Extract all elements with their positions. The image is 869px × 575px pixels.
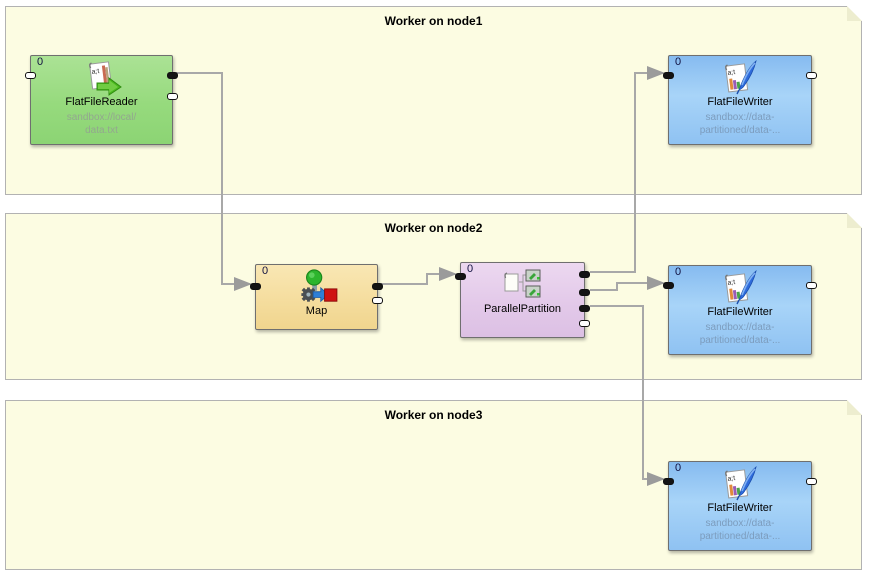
component-badge: 0 — [262, 265, 269, 277]
map-input-port[interactable] — [250, 283, 261, 290]
flatfilewriter-icon: a;t — [725, 60, 757, 95]
map-component[interactable]: 0 Map — [250, 264, 383, 330]
partition-output-port-0[interactable] — [579, 271, 590, 278]
component-label: ParallelPartition — [483, 303, 562, 315]
component-path: sandbox://data- partitioned/data-... — [699, 518, 781, 542]
svg-text:a;t: a;t — [91, 68, 100, 76]
parallelpartition-component[interactable]: 0 ParallelPartition — [455, 262, 590, 338]
flatfilereader-icon: a;t — [88, 61, 122, 96]
parallelpartition-icon — [503, 269, 540, 298]
reader-input-port[interactable] — [25, 72, 36, 79]
writer2-output-port[interactable] — [806, 282, 817, 289]
flatfilewriter-icon: a;t — [725, 466, 757, 501]
edge-reader-to-map[interactable] — [176, 72, 252, 291]
component-path: sandbox://local/ data.txt — [66, 112, 137, 136]
writer3-input-port[interactable] — [663, 478, 674, 485]
component-path: sandbox://data- partitioned/data-... — [699, 322, 781, 346]
component-label: Map — [305, 305, 328, 317]
component-label: FlatFileWriter — [707, 502, 773, 514]
edge-map-to-partition[interactable] — [381, 267, 457, 285]
writer3-output-port[interactable] — [806, 478, 817, 485]
svg-text:a;t: a;t — [727, 475, 736, 483]
partition-output-port-3[interactable] — [579, 320, 590, 327]
map-output-port-1[interactable] — [372, 297, 383, 304]
component-badge: 0 — [675, 266, 682, 278]
edge-partition-to-writer2[interactable] — [590, 276, 665, 291]
partition-output-port-2[interactable] — [579, 305, 590, 312]
reader-output-port-0[interactable] — [167, 72, 178, 79]
component-badge: 0 — [675, 462, 682, 474]
container-title-node1: Worker on node1 — [384, 14, 483, 28]
flatfilewriter1-component[interactable]: 0 a;t FlatFileWriter sandbox://data- par… — [663, 55, 817, 145]
writer2-input-port[interactable] — [663, 282, 674, 289]
container-title-node2: Worker on node2 — [384, 221, 483, 235]
flatfilereader-component[interactable]: 0 a;t FlatFileReader sandbox://local/ da… — [25, 55, 178, 145]
partition-output-port-1[interactable] — [579, 289, 590, 296]
edge-partition-to-writer3[interactable] — [590, 305, 665, 486]
flatfilewriter2-component[interactable]: 0 a;t FlatFileWriter sandbox://data- par… — [663, 265, 817, 355]
flatfilewriter-icon: a;t — [725, 270, 757, 305]
component-label: FlatFileWriter — [707, 96, 773, 108]
writer1-input-port[interactable] — [663, 72, 674, 79]
map-output-port-0[interactable] — [372, 283, 383, 290]
svg-text:a;t: a;t — [727, 279, 736, 287]
component-label: FlatFileWriter — [707, 306, 773, 318]
svg-text:a;t: a;t — [727, 69, 736, 77]
component-label: FlatFileReader — [65, 96, 138, 108]
edge-partition-to-writer1[interactable] — [590, 66, 665, 273]
partition-input-port[interactable] — [455, 273, 466, 280]
flatfilewriter3-component[interactable]: 0 a;t FlatFileWriter sandbox://data- par… — [663, 461, 817, 551]
map-icon — [300, 269, 337, 303]
component-path: sandbox://data- partitioned/data-... — [699, 112, 781, 136]
component-badge: 0 — [37, 56, 44, 68]
writer1-output-port[interactable] — [806, 72, 817, 79]
reader-output-port-1[interactable] — [167, 93, 178, 100]
component-badge: 0 — [675, 56, 682, 68]
component-badge: 0 — [467, 263, 474, 275]
container-title-node3: Worker on node3 — [384, 408, 483, 422]
